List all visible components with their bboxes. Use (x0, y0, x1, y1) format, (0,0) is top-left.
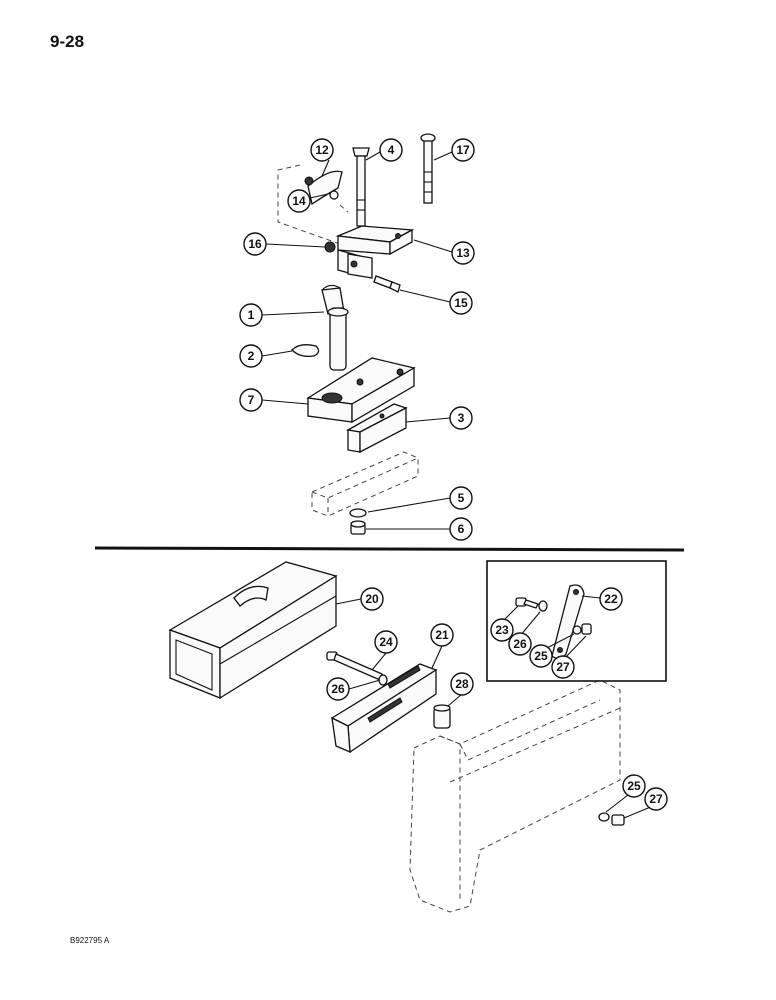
svg-text:4: 4 (388, 143, 395, 157)
washer-25-inset (572, 625, 582, 635)
callout-16: 16 (243, 232, 267, 256)
callout-27a: 27 (551, 655, 575, 679)
callout-28: 28 (450, 672, 474, 696)
callout-23: 23 (490, 618, 514, 642)
callout-2: 2 (239, 344, 263, 368)
svg-text:16: 16 (248, 237, 262, 251)
nut-16 (324, 241, 336, 253)
svg-text:13: 13 (456, 246, 470, 260)
svg-text:27: 27 (649, 792, 663, 806)
drawbar-block-7 (306, 357, 416, 424)
callout-1: 1 (239, 303, 263, 327)
svg-text:20: 20 (365, 592, 379, 606)
svg-text:24: 24 (379, 635, 393, 649)
svg-text:15: 15 (454, 296, 468, 310)
bolt-15 (373, 275, 401, 293)
lock-pin-1 (321, 284, 349, 371)
spacer-28 (433, 704, 451, 729)
svg-text:21: 21 (435, 628, 449, 642)
section-divider (94, 546, 685, 552)
svg-text:23: 23 (495, 623, 509, 637)
bolt-4 (352, 147, 370, 227)
bolt-23 (515, 597, 539, 609)
callout-4: 4 (379, 138, 403, 162)
nut-14a (304, 176, 314, 186)
callout-26b: 26 (508, 632, 532, 656)
callout-12: 12 (310, 138, 334, 162)
frame-phantom (409, 679, 621, 913)
callout-21: 21 (430, 623, 454, 647)
callout-14: 14 (287, 189, 311, 213)
callout-17: 17 (451, 138, 475, 162)
callout-26a: 26 (326, 677, 350, 701)
svg-text:14: 14 (292, 194, 306, 208)
bracket-21 (330, 663, 438, 754)
bolt-17 (420, 133, 436, 204)
upper-drawbar-assembly (261, 133, 453, 535)
figure-reference-code: B922795 A (70, 936, 110, 945)
svg-text:12: 12 (315, 143, 329, 157)
callout-6: 6 (449, 517, 473, 541)
bolt-24 (326, 651, 383, 681)
washer-26-inset (538, 600, 548, 612)
callout-13: 13 (451, 241, 475, 265)
callout-7: 7 (239, 388, 263, 412)
svg-text:25: 25 (627, 779, 641, 793)
callout-24: 24 (374, 630, 398, 654)
svg-text:7: 7 (248, 393, 255, 407)
nut-27-lower (611, 814, 625, 826)
lower-toolbox-assembly (168, 560, 667, 913)
svg-text:28: 28 (455, 677, 469, 691)
svg-text:25: 25 (534, 649, 548, 663)
strap-22 (551, 584, 585, 660)
nut-6 (350, 520, 366, 535)
callout-15: 15 (449, 291, 473, 315)
svg-text:5: 5 (458, 491, 465, 505)
toolbox-20 (168, 561, 338, 700)
svg-text:3: 3 (458, 411, 465, 425)
washer-5 (349, 508, 367, 518)
nut-14b (329, 190, 339, 200)
callout-3: 3 (449, 406, 473, 430)
svg-text:6: 6 (458, 522, 465, 536)
callout-25b: 25 (622, 774, 646, 798)
svg-text:2: 2 (248, 349, 255, 363)
inset-parts (515, 584, 592, 660)
washer-26 (378, 674, 388, 686)
drawbar-plate-phantom (311, 451, 419, 517)
callout-25a: 25 (529, 644, 553, 668)
svg-text:26: 26 (513, 637, 527, 651)
callout-22: 22 (599, 587, 623, 611)
callout-5: 5 (449, 486, 473, 510)
svg-text:17: 17 (456, 143, 470, 157)
wear-block-3 (346, 403, 408, 454)
washer-25-lower (598, 812, 610, 822)
retaining-clip-2 (291, 344, 320, 358)
lock-plate-12 (307, 170, 343, 206)
callout-27b: 27 (644, 787, 668, 811)
nut-27-inset (581, 623, 592, 635)
page-number: 9-28 (50, 32, 85, 51)
svg-text:22: 22 (604, 592, 618, 606)
svg-text:27: 27 (556, 660, 570, 674)
svg-text:1: 1 (248, 308, 255, 322)
inset-frame (486, 560, 667, 682)
clevis-13 (335, 225, 415, 279)
svg-text:26: 26 (331, 682, 345, 696)
callout-20: 20 (360, 587, 384, 611)
